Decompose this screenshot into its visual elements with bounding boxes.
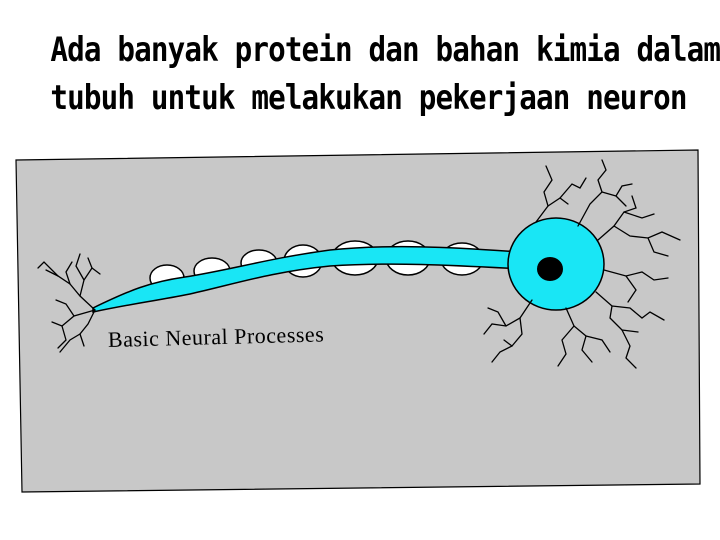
slide-title: Ada banyak protein dan bahan kimia dalam…: [50, 26, 720, 122]
title-line-1: Ada banyak protein dan bahan kimia dalam: [50, 30, 720, 70]
dendrites: [483, 159, 681, 369]
title-line-2: tubuh untuk melakukan pekerjaan neuron: [50, 78, 687, 118]
nucleus: [537, 257, 563, 281]
diagram-background: [15, 149, 701, 493]
axon-terminals: [37, 253, 101, 353]
